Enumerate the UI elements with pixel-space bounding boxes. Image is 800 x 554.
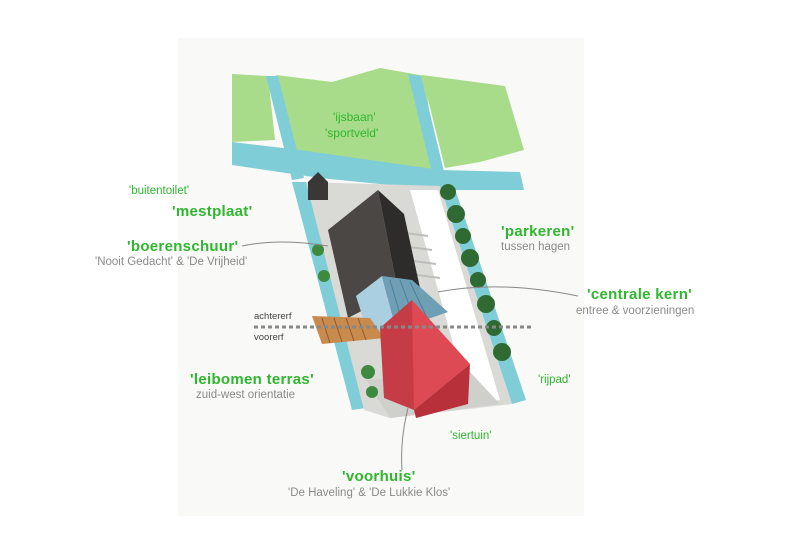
- label-voorhuis-sub: 'De Haveling' & 'De Lukkie Klos': [288, 487, 451, 499]
- buitentoilet-building: [308, 172, 328, 200]
- house-gable: [414, 364, 470, 418]
- ditch-west-north: [266, 76, 304, 180]
- label-parkeren: 'parkeren': [501, 223, 575, 240]
- barn-side: [378, 190, 420, 292]
- leader-voorhuis: [401, 407, 409, 471]
- label-boerenschuur: 'boerenschuur': [127, 238, 239, 255]
- label-mestplaat: 'mestplaat': [172, 203, 253, 220]
- label-leibomen-terras: 'leibomen terras': [190, 371, 314, 388]
- meadow-west: [232, 74, 275, 142]
- meadow-east: [422, 75, 524, 168]
- label-boerenschuur-sub: 'Nooit Gedacht' & 'De Vrijheid': [95, 256, 248, 268]
- label-voorhuis: 'voorhuis': [342, 468, 416, 485]
- label-voorerf: voorerf: [254, 332, 284, 343]
- label-siertuin: 'siertuin': [450, 430, 492, 442]
- ditch-west: [292, 182, 366, 410]
- trees-west: [312, 244, 378, 398]
- driveway: [410, 190, 500, 404]
- label-rijpad: 'rijpad': [538, 374, 571, 386]
- label-sportveld: 'sportveld': [325, 126, 379, 140]
- canal-north: [232, 142, 524, 190]
- leader-boerenschuur: [241, 241, 329, 247]
- label-achtererf: achtererf: [254, 311, 292, 322]
- leader-lines: [241, 241, 579, 471]
- label-centrale-kern-sub: entree & voorzieningen: [576, 305, 695, 317]
- meadow-sportveld: [276, 68, 436, 172]
- label-centrale-kern: 'centrale kern': [587, 286, 693, 303]
- label-buitentoilet: 'buitentoilet': [129, 185, 190, 197]
- hedge-east: [440, 184, 511, 361]
- leader-centrale-kern: [437, 286, 579, 297]
- label-ijsbaan: 'ijsbaan': [333, 110, 376, 124]
- label-leibomen-terras-sub: zuid-west orientatie: [196, 389, 296, 401]
- label-parkeren-sub: tussen hagen: [501, 241, 571, 253]
- terrace-deck: [312, 316, 384, 344]
- ditch-east-north: [408, 74, 446, 182]
- terrace-planks: [321, 317, 367, 344]
